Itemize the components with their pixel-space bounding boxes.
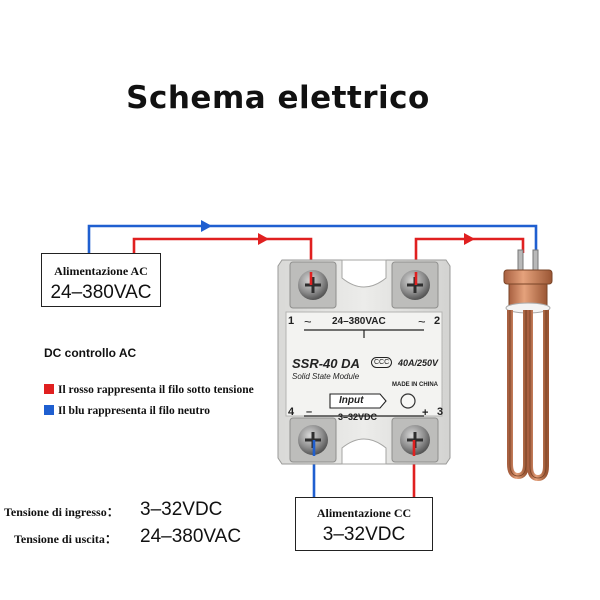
- dc-supply-box: Alimentazione CC 3–32VDC: [295, 497, 433, 551]
- legend-heading: DC controllo AC: [44, 346, 137, 360]
- minus-symbol: –: [306, 406, 313, 418]
- legend-blue-text: Il blu rappresenta il filo neutro: [58, 405, 210, 417]
- neutral-flow-arrow: [201, 220, 212, 232]
- relay-subtitle: Solid State Module: [292, 372, 360, 381]
- terminal-1-label: 1: [288, 315, 295, 327]
- live-flow-arrow-2: [464, 233, 475, 245]
- live-flow-arrow-1: [258, 233, 269, 245]
- tilde-right-symbol: ~: [418, 314, 426, 329]
- ac-supply-value: 24–380VAC: [50, 282, 152, 303]
- input-label: Input: [339, 395, 364, 406]
- terminal-3-label: 3: [437, 406, 444, 418]
- ac-supply-box: Alimentazione AC 24–380VAC: [41, 253, 161, 307]
- relay-model: SSR-40 DA: [292, 356, 360, 371]
- tilde-left-symbol: ~: [304, 314, 312, 329]
- input-voltage-label: Tensione di ingresso：: [4, 505, 119, 519]
- heater-element-icon: [503, 249, 553, 482]
- ac-supply-title: Alimentazione AC: [54, 264, 148, 278]
- diagram-title: Schema elettrico: [126, 80, 430, 116]
- dc-supply-title: Alimentazione CC: [316, 506, 412, 520]
- dc-supply-value: 3–32VDC: [322, 524, 406, 545]
- neutral-wire-top: [87, 224, 538, 253]
- relay-dc-range: 3–32VDC: [338, 412, 378, 422]
- relay-body-graphic: [277, 259, 451, 465]
- red-square-icon: [44, 384, 54, 394]
- terminal-2-label: 2: [434, 315, 441, 327]
- relay-ac-range: 24–380VAC: [332, 316, 386, 327]
- legend-blue-row: Il blu rappresenta il filo neutro: [44, 405, 210, 417]
- input-voltage-value: 3–32VDC: [140, 499, 223, 520]
- terminal-4-label: 4: [288, 406, 295, 418]
- legend-red-text: Il rosso rappresenta il filo sotto tensi…: [58, 384, 254, 396]
- ssr-relay-module: 1 ~ 24–380VAC ~ 2 SSR-40 DA CCC 40A/250V…: [276, 258, 452, 466]
- ccc-cert-icon: CCC: [371, 357, 393, 368]
- legend-red-row: Il rosso rappresenta il filo sotto tensi…: [44, 384, 254, 396]
- output-voltage-value: 24–380VAC: [140, 526, 242, 547]
- made-in-label: MADE IN CHINA: [392, 382, 438, 388]
- blue-square-icon: [44, 405, 54, 415]
- output-voltage-label: Tensione di uscita：: [14, 532, 117, 546]
- plus-symbol: +: [422, 407, 429, 419]
- live-wire-input: [132, 237, 313, 272]
- relay-rating: 40A/250V: [398, 358, 439, 368]
